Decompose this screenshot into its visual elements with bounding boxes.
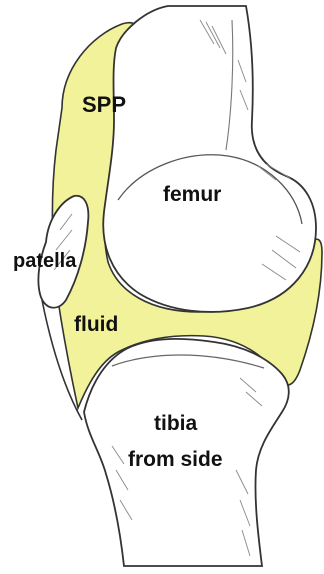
label-femur: femur	[163, 184, 221, 205]
label-fluid: fluid	[74, 314, 118, 335]
femur-bone	[103, 6, 316, 312]
label-tibia: tibia	[154, 413, 197, 434]
label-patella: patella	[13, 251, 76, 271]
label-spp: SPP	[82, 94, 126, 116]
label-tibia-from-side: from side	[128, 449, 223, 470]
